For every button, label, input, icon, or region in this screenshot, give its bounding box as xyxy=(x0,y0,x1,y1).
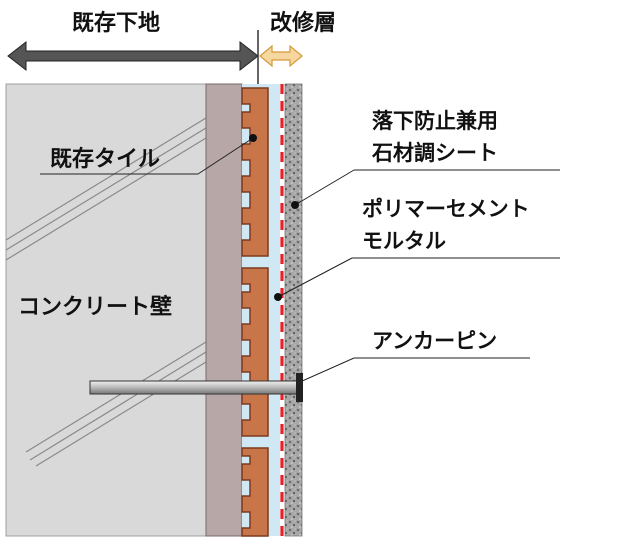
existing-base-label: 既存下地 xyxy=(72,10,160,36)
anchor-pin-leader-diag xyxy=(299,357,355,383)
polymer-mortar-dot xyxy=(274,293,282,301)
stone-finish-leader-diag xyxy=(294,169,355,206)
stone-finish-label-2: 石材調シート xyxy=(371,141,498,165)
tile-3 xyxy=(241,447,269,537)
renovation-layer-arrow xyxy=(259,44,303,68)
renovation-layer-label: 改修層 xyxy=(270,10,336,36)
wall-base-band xyxy=(205,83,243,537)
existing-tile-dot xyxy=(249,134,257,142)
concrete-wall-label: コンクリート壁 xyxy=(18,294,172,320)
concrete-wall xyxy=(5,83,207,537)
tile-1 xyxy=(241,87,269,257)
polymer-mortar-label-2: モルタル xyxy=(362,229,446,253)
polymer-mortar-label-1: ポリマーセメント xyxy=(362,197,530,221)
stone-finish-sheet xyxy=(284,83,303,537)
anchor-pin-head xyxy=(296,373,303,402)
stone-finish-dot xyxy=(291,201,299,209)
existing-tile-label: 既存タイル xyxy=(50,146,160,172)
anchor-pin-label: アンカーピン xyxy=(372,329,497,353)
existing-tile-leader-diag xyxy=(197,137,254,175)
existing-base-arrow xyxy=(7,40,259,72)
stone-finish-label-1: 落下防止兼用 xyxy=(372,109,498,133)
anchor-pin xyxy=(89,380,301,395)
polymer-mortar-leader-diag xyxy=(277,257,353,298)
concrete-hatching xyxy=(5,117,207,467)
